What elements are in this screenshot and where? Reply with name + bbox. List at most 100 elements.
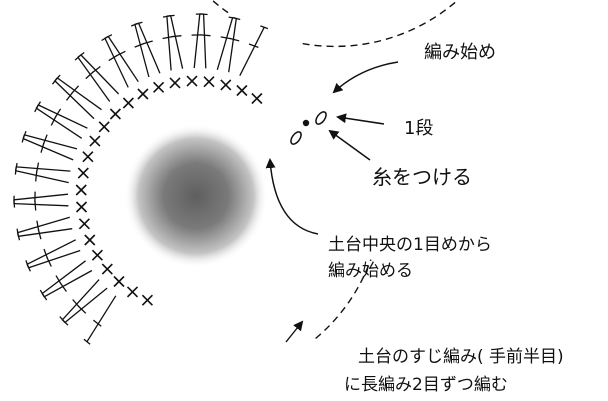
dc-stitch <box>80 54 120 95</box>
sc-stitch <box>77 167 89 179</box>
dc-top-bar <box>13 199 16 208</box>
dc-stitch <box>18 228 73 237</box>
dc-top-bar <box>16 232 21 241</box>
dc-crossbar <box>92 65 101 74</box>
label-base-line2: に長編み2目ずつ編む <box>344 375 508 395</box>
dc-stitch <box>41 260 86 295</box>
dc-top-bar <box>83 338 91 345</box>
sc-stitch <box>153 81 165 93</box>
dc-crossbar <box>108 54 118 62</box>
sc-stitch <box>82 151 94 163</box>
dc-top-bar <box>51 77 58 85</box>
dc-crossbar <box>35 171 38 182</box>
dc-crossbar <box>65 92 74 101</box>
dc-crossbar <box>34 200 37 211</box>
label-base-line1: 土台のすじ編み( 手前半目) <box>358 347 564 367</box>
arrow-direction <box>285 320 304 343</box>
sc-stitch <box>126 286 139 298</box>
arrow-round <box>336 113 385 125</box>
dc-crossbar <box>50 116 57 126</box>
dc-crossbar <box>71 85 80 94</box>
dc-crossbar <box>72 299 80 308</box>
sc-stitch <box>109 108 121 120</box>
dc-top-bar <box>14 166 17 175</box>
dc-stitch <box>27 239 76 265</box>
foundation-center <box>124 124 268 268</box>
sc-stitch <box>75 184 87 196</box>
single-crochet-stitches <box>75 75 263 306</box>
dc-top-bar <box>21 134 26 143</box>
dc-crossbar <box>142 40 153 45</box>
dc-stitch <box>77 57 111 102</box>
dc-stitch <box>57 77 102 111</box>
dc-stitch <box>193 13 201 69</box>
dc-crossbar <box>42 134 48 145</box>
sc-stitch <box>203 76 215 88</box>
dc-top-bar <box>162 14 171 18</box>
dc-top-bar <box>130 22 139 27</box>
outer-dashed-arc <box>211 0 459 340</box>
arrow-center <box>265 158 319 235</box>
label-center-line2: 編み始める <box>328 261 413 281</box>
dc-stitch <box>228 18 237 73</box>
dc-crossbar <box>40 142 45 153</box>
dc-top-bar <box>74 54 82 61</box>
dc-crossbar <box>171 35 182 38</box>
dc-stitch <box>239 27 265 76</box>
dc-crossbar <box>229 37 240 42</box>
dc-top-bar <box>61 319 69 326</box>
dc-crossbar <box>162 35 173 40</box>
sc-stitch <box>137 88 149 100</box>
sc-stitch <box>98 121 110 133</box>
sc-stitch <box>78 218 90 230</box>
dc-crossbar <box>134 42 145 48</box>
sc-stitch <box>251 92 263 105</box>
dc-crossbar <box>116 50 126 57</box>
dc-stitch <box>170 15 184 69</box>
dc-stitch <box>15 170 69 184</box>
dc-crossbar <box>200 34 211 37</box>
dc-crossbar <box>54 108 62 118</box>
sc-stitch <box>122 97 134 109</box>
dc-stitch <box>28 249 81 269</box>
dc-top-bar <box>41 293 48 301</box>
dc-top-bar <box>26 263 31 272</box>
label-round: 1段 <box>404 118 433 139</box>
arrow-attach <box>328 129 371 161</box>
dc-top-bar <box>34 104 39 113</box>
dc-stitch <box>23 138 74 161</box>
label-center-line1: 土台中央の1目めから <box>328 235 492 255</box>
sc-stitch <box>89 135 101 147</box>
sc-stitch <box>169 77 181 89</box>
dc-crossbar <box>78 305 87 314</box>
dc-stitch <box>16 166 71 172</box>
dc-crossbar <box>85 71 94 80</box>
dc-stitch <box>216 17 234 70</box>
dc-top-bar <box>260 25 269 30</box>
dc-stitch <box>62 279 100 321</box>
dc-stitch <box>86 295 117 343</box>
dc-crossbar <box>46 257 52 267</box>
start-dot <box>302 119 310 127</box>
dc-crossbar <box>37 229 42 240</box>
chain-stitch-oval <box>315 111 327 125</box>
dc-crossbar <box>36 220 40 231</box>
sc-stitch <box>84 234 96 246</box>
dc-crossbar <box>92 319 102 327</box>
dc-stitch <box>24 134 78 150</box>
sc-stitch <box>236 84 248 97</box>
dc-crossbar <box>43 248 49 259</box>
dc-stitch <box>202 14 207 69</box>
dc-stitch <box>38 104 88 129</box>
chain-stitch-oval <box>290 131 302 145</box>
outer-dashed-tail <box>315 259 372 340</box>
sc-stitch <box>101 263 113 275</box>
dc-crossbar <box>60 283 67 292</box>
dc-stitch <box>17 216 70 234</box>
sc-stitch <box>113 275 125 288</box>
dc-top-bar <box>101 35 109 42</box>
dc-stitch <box>64 287 108 323</box>
dc-stitch <box>36 107 83 139</box>
dc-crossbar <box>35 162 40 173</box>
